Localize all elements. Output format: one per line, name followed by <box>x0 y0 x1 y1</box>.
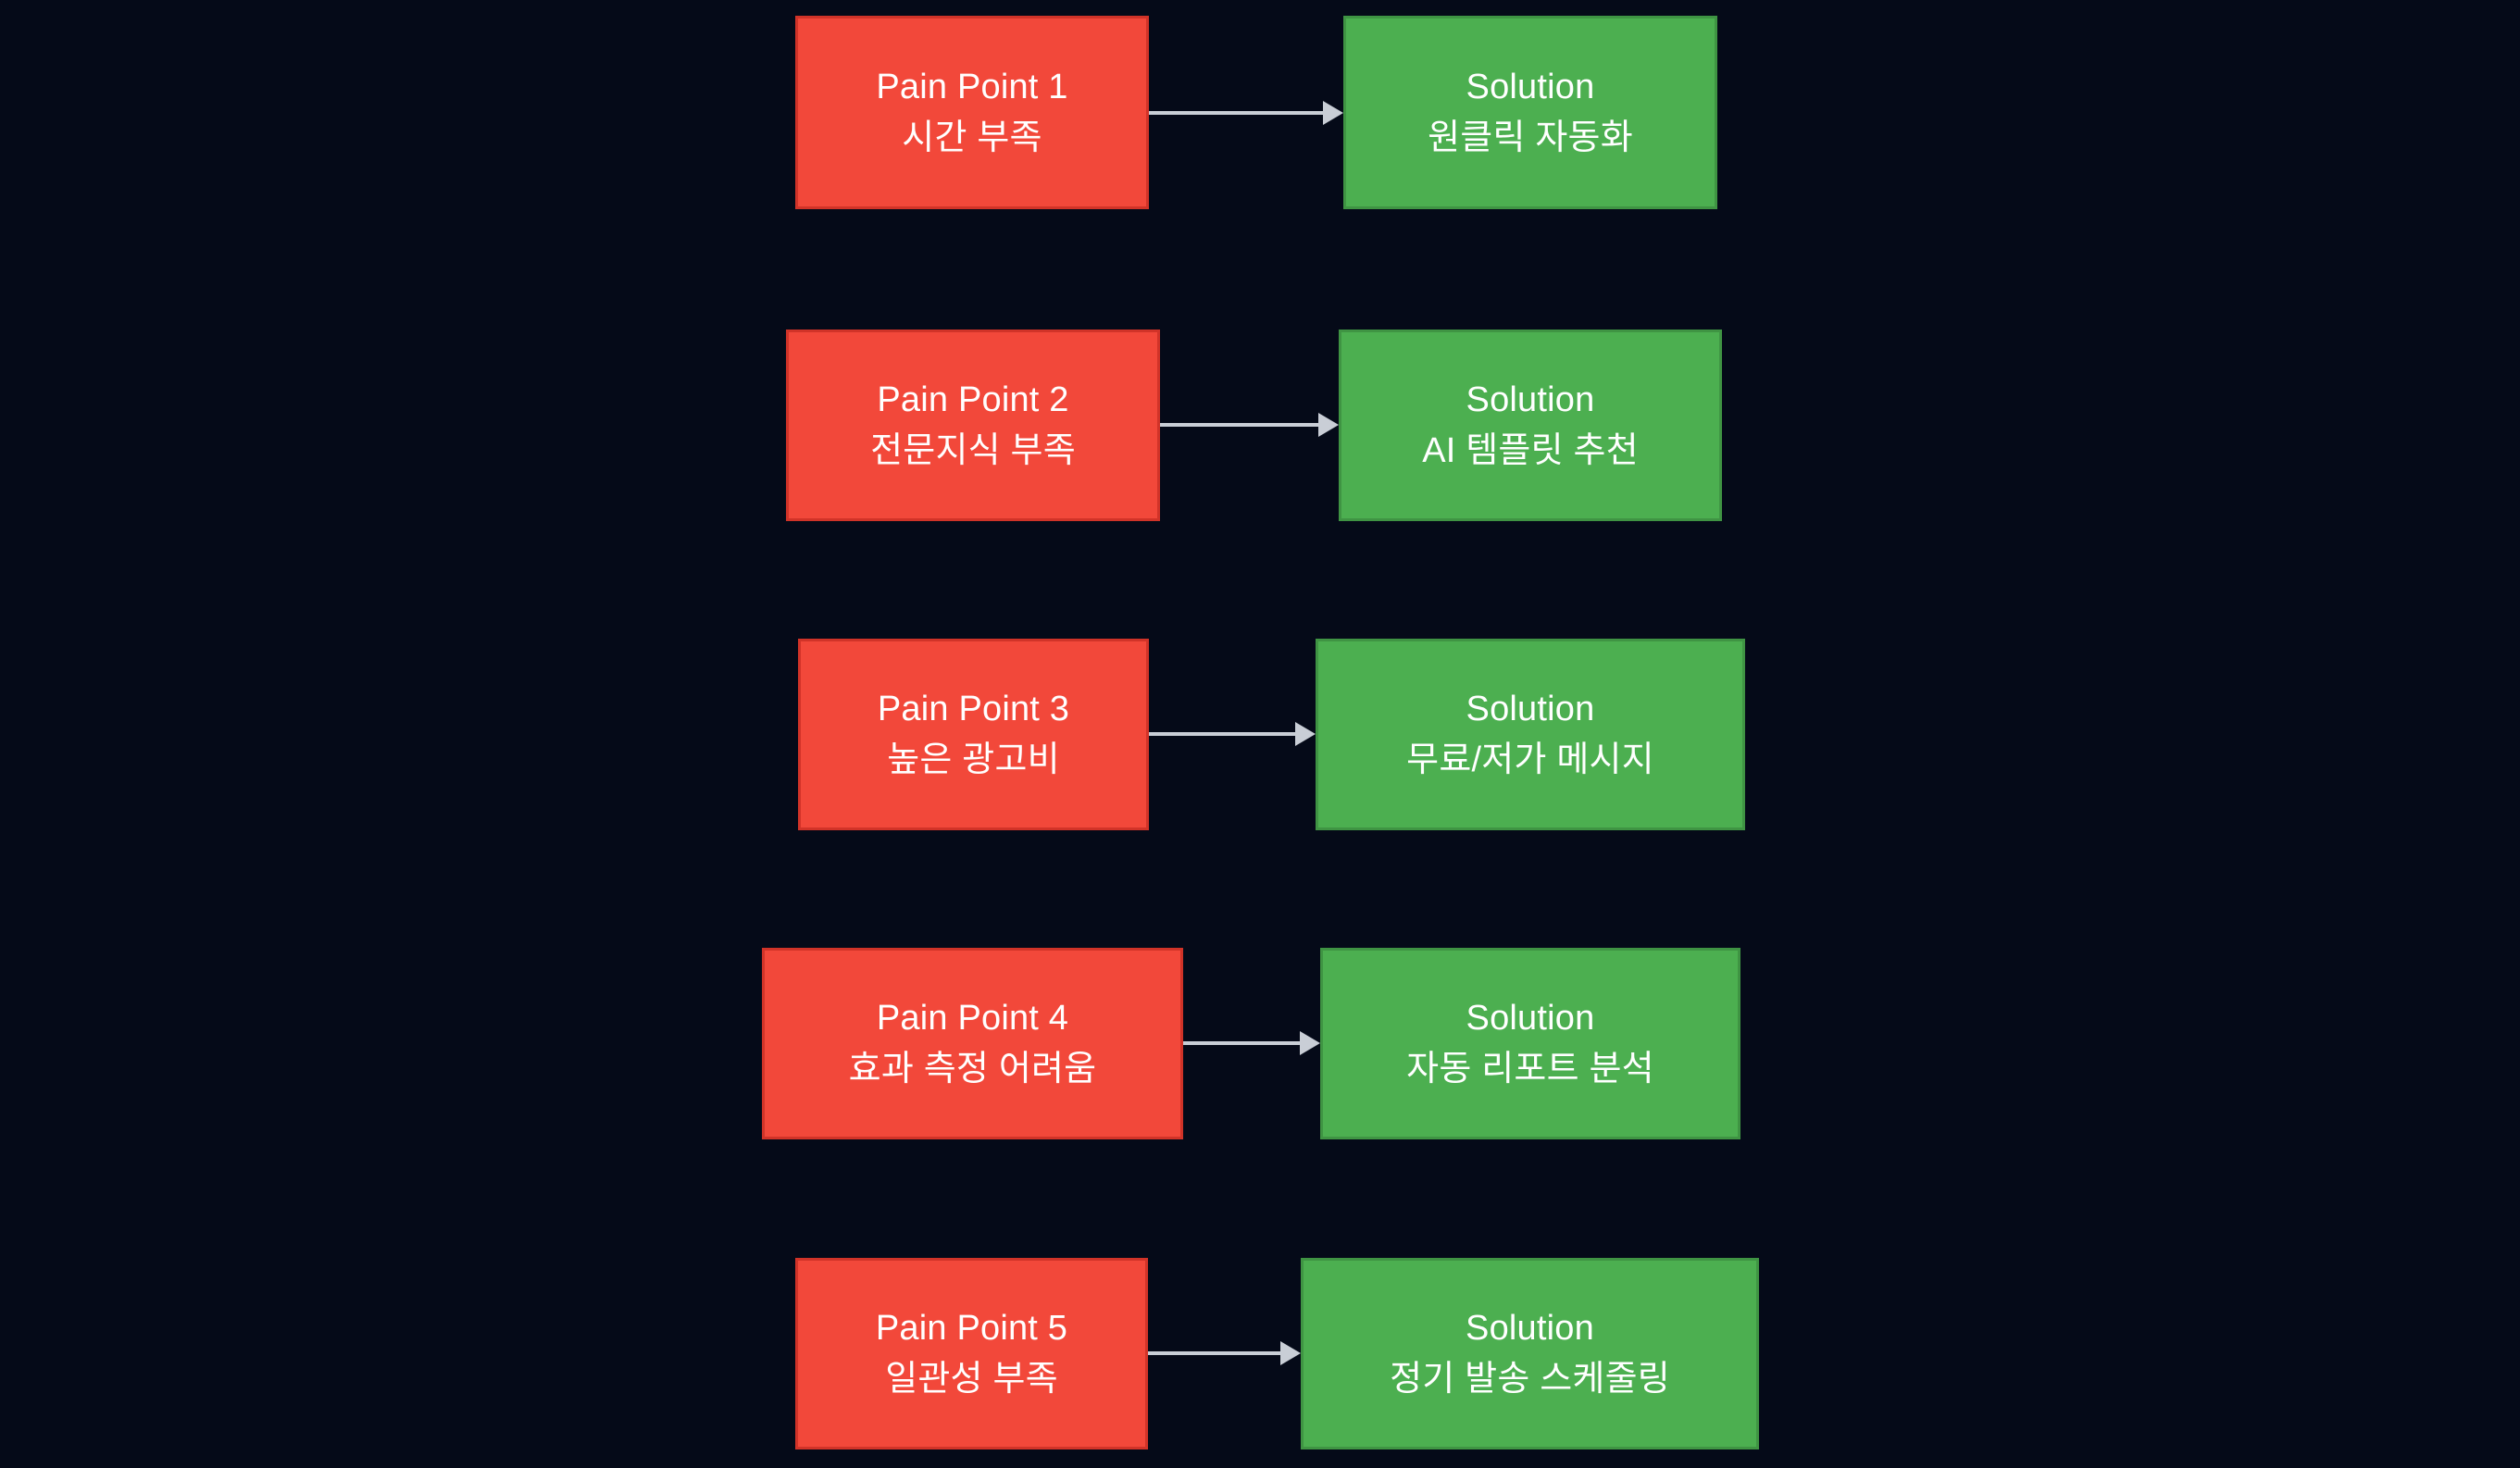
pain-node-detail: 전문지식 부족 <box>870 430 1076 470</box>
solution-node-title: Solution <box>1466 67 1595 106</box>
pain-node-detail: 높은 광고비 <box>887 740 1060 779</box>
pain-node-title: Pain Point 3 <box>877 689 1070 728</box>
solution-node-detail: 무료/저가 메시지 <box>1406 740 1654 779</box>
arrow-shaft <box>1149 732 1295 736</box>
arrow-shaft <box>1160 423 1318 427</box>
pain-node-detail: 일관성 부족 <box>885 1359 1058 1399</box>
pain-point-node-1[interactable]: Pain Point 1 시간 부족 <box>795 16 1149 209</box>
arrow-shaft <box>1148 1351 1280 1355</box>
arrow-head-icon <box>1295 722 1316 746</box>
arrow-head-icon <box>1300 1031 1320 1055</box>
solution-node-2[interactable]: Solution AI 템플릿 추천 <box>1339 330 1722 521</box>
arrow-head-icon <box>1318 413 1339 437</box>
arrow-head-icon <box>1323 101 1343 125</box>
solution-node-title: Solution <box>1466 689 1595 728</box>
solution-node-detail: 원클릭 자동화 <box>1428 118 1633 157</box>
arrow-head-icon <box>1280 1341 1301 1365</box>
solution-node-4[interactable]: Solution 자동 리포트 분석 <box>1320 948 1740 1139</box>
solution-node-detail: 정기 발송 스케줄링 <box>1390 1359 1670 1399</box>
solution-node-1[interactable]: Solution 원클릭 자동화 <box>1343 16 1717 209</box>
arrow-shaft <box>1183 1041 1300 1045</box>
solution-node-5[interactable]: Solution 정기 발송 스케줄링 <box>1301 1258 1759 1449</box>
solution-node-title: Solution <box>1466 1308 1594 1348</box>
pain-point-node-2[interactable]: Pain Point 2 전문지식 부족 <box>786 330 1160 521</box>
pain-point-node-5[interactable]: Pain Point 5 일관성 부족 <box>795 1258 1148 1449</box>
pain-node-title: Pain Point 5 <box>875 1308 1068 1348</box>
pain-node-detail: 효과 측정 어려움 <box>848 1049 1097 1089</box>
pain-point-node-4[interactable]: Pain Point 4 효과 측정 어려움 <box>762 948 1183 1139</box>
solution-node-title: Solution <box>1466 998 1595 1038</box>
pain-node-title: Pain Point 2 <box>877 379 1069 419</box>
solution-node-detail: 자동 리포트 분석 <box>1406 1049 1654 1089</box>
solution-node-detail: AI 템플릿 추천 <box>1422 430 1639 470</box>
pain-node-title: Pain Point 4 <box>876 998 1069 1038</box>
arrow-shaft <box>1149 111 1323 115</box>
solution-node-3[interactable]: Solution 무료/저가 메시지 <box>1316 639 1745 830</box>
solution-node-title: Solution <box>1466 379 1595 419</box>
pain-point-node-3[interactable]: Pain Point 3 높은 광고비 <box>798 639 1149 830</box>
pain-node-title: Pain Point 1 <box>876 67 1068 106</box>
pain-node-detail: 시간 부족 <box>902 118 1042 157</box>
